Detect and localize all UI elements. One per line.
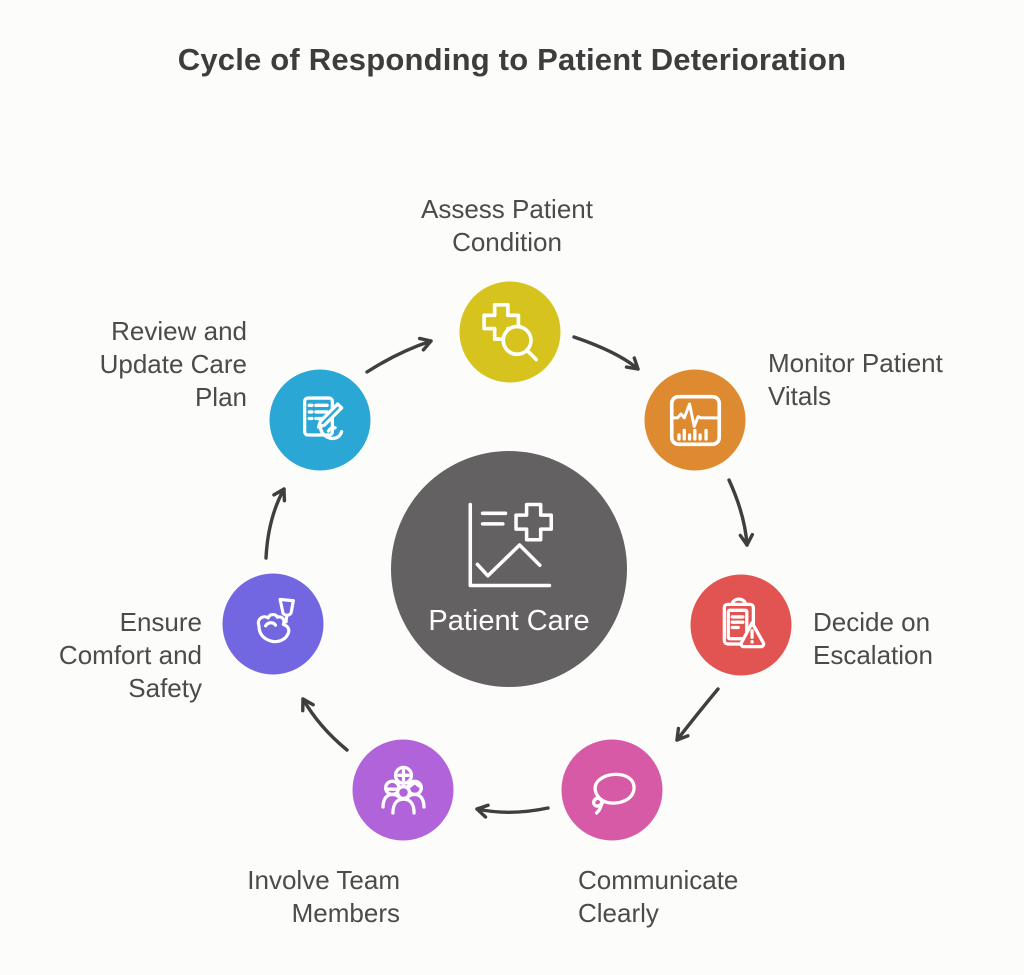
center-hub: Patient Care — [391, 451, 627, 687]
arrow-monitor-to-decide — [727, 478, 755, 547]
diagram-title: Cycle of Responding to Patient Deteriora… — [177, 42, 847, 77]
step-label-review: Review and Update Care Plan — [99, 316, 247, 412]
step-node-ensure — [222, 573, 324, 675]
step-node-assess — [459, 281, 561, 383]
step-node-review — [269, 369, 371, 471]
team-add-icon — [380, 765, 426, 815]
speech-bubble-icon — [591, 772, 636, 815]
medical-cross-magnifier-icon — [481, 302, 538, 361]
vitals-monitor-icon — [669, 394, 721, 446]
step-label-ensure: Ensure Comfort and Safety — [58, 607, 202, 703]
clipboard-alert-icon — [722, 596, 765, 648]
step-label-assess: Assess Patient Condition — [421, 194, 593, 257]
step-label-involve: Involve Team Members — [247, 865, 400, 928]
comfort-hand-icon — [256, 597, 295, 643]
arrow-review-to-assess — [365, 336, 433, 374]
step-label-decide: Decide on Escalation — [813, 607, 933, 670]
arrow-assess-to-monitor — [572, 335, 640, 371]
care-plan-edit-icon — [302, 395, 343, 440]
arrow-decide-to-communicate — [675, 687, 720, 742]
step-node-involve — [352, 739, 454, 841]
step-label-monitor: Monitor Patient Vitals — [768, 348, 943, 411]
patient-chart-icon — [468, 502, 553, 587]
center-label: Patient Care — [428, 604, 590, 637]
step-node-decide — [690, 574, 792, 676]
arrow-ensure-to-review — [264, 487, 287, 560]
step-node-communicate — [561, 739, 663, 841]
arrow-communicate-to-involve — [475, 803, 550, 819]
arrow-involve-to-ensure — [301, 697, 349, 752]
step-label-communicate: Communicate Clearly — [578, 865, 739, 928]
step-node-monitor — [644, 369, 746, 471]
